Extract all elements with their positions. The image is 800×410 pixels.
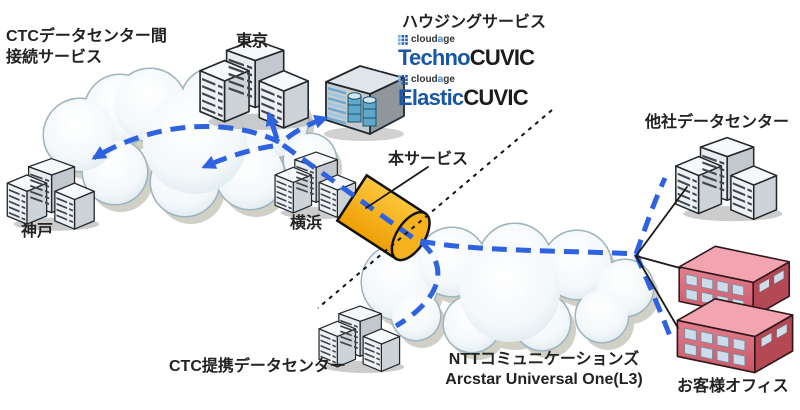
link-wan-other-dc [633, 176, 668, 255]
elasticcuvic-blue-text: Elastic [398, 85, 464, 110]
housing-service-title: ハウジングサービス [402, 14, 547, 31]
label-other-dc: 他社データセンター [645, 114, 790, 131]
cloudage-wordmark: cloudage [411, 74, 455, 85]
pointer-service-label [365, 166, 429, 209]
wan-label-line1: NTTコミュニケーションズ [448, 351, 640, 368]
technocuvic-dark-text: CUVIC [469, 45, 535, 70]
label-customer-office: お客様オフィス [677, 378, 789, 395]
label-this-service: 本サービス [388, 151, 469, 168]
link-yokohama-pipe-wan [281, 142, 637, 257]
left-service-title-line2: 接続サービス [6, 49, 103, 66]
cloudage-prefix: cloud [411, 74, 438, 85]
arrow-to-kobe [91, 124, 281, 161]
pointer-wan-other-dc [635, 186, 688, 257]
cloudage-accent: a [437, 74, 444, 85]
left-service-title: CTCデータセンター間 接続サービス [6, 26, 167, 68]
cloudage-grid-icon [398, 74, 408, 85]
cloudage-suffix: ge [443, 74, 455, 85]
link-pipe-partner-dc [394, 240, 441, 329]
cloudage-accent: a [437, 34, 444, 45]
cloudage-suffix: ge [443, 34, 455, 45]
cloudage-row-1: cloudage [398, 34, 534, 45]
office-building-front [676, 297, 794, 374]
elasticcuvic-logo: ElasticCUVIC [398, 86, 534, 110]
housing-storage-icon [323, 65, 405, 142]
wan-label-line2: Arcstar Universal One(L3) [445, 371, 643, 388]
elasticcuvic-dark-text: CUVIC [463, 85, 528, 110]
cloudage-row-2: cloudage [398, 74, 534, 85]
server-tokyo [199, 39, 316, 131]
arrow-inner-left [201, 143, 274, 170]
server-other-dc [675, 136, 783, 222]
pointer-wan-office-front [635, 255, 679, 329]
pointer-wan-office-back [635, 255, 681, 269]
technocuvic-logo: TechnoCUVIC [398, 45, 535, 70]
cloudage-grid-icon [398, 34, 408, 45]
cuvic-logo-block: cloudage TechnoCUVIC cloudage ElasticCUV… [398, 34, 535, 114]
wan-cloud [360, 222, 655, 354]
wan-label: NTTコミュニケーションズ Arcstar Universal One(L3) [416, 350, 672, 390]
service-boundary-dotted-line [317, 109, 553, 309]
technocuvic-blue-text: Techno [398, 45, 471, 70]
label-partner-dc: CTC提携データセンター [169, 358, 346, 375]
label-yokohama: 横浜 [290, 215, 323, 232]
cloudage-prefix: cloud [411, 34, 438, 45]
label-tokyo: 東京 [236, 33, 269, 50]
cloudage-wordmark: cloudage [411, 34, 455, 45]
arrow-to-housing [285, 114, 329, 140]
arrow-to-tokyo [265, 111, 280, 140]
label-kobe: 神戸 [21, 223, 54, 240]
left-service-title-line1: CTCデータセンター間 [6, 28, 167, 45]
